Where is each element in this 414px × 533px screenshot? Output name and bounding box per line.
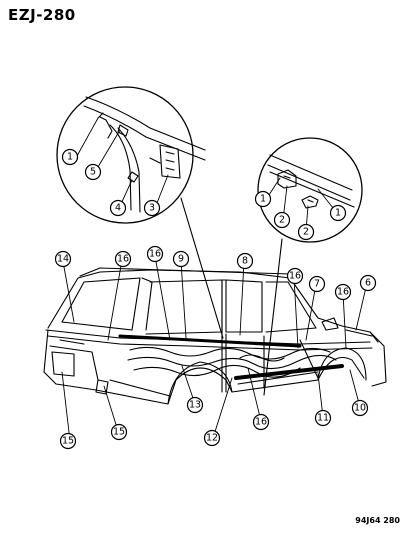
- callout-9: 9: [172, 250, 190, 268]
- svg-text:3: 3: [149, 203, 155, 214]
- svg-text:15: 15: [113, 427, 125, 438]
- callout-16-lower-door: 16: [252, 413, 270, 431]
- callout-3: 3: [143, 199, 161, 217]
- callout-13: 13: [186, 396, 204, 414]
- callout-2-detail-right-upper: 2: [273, 211, 291, 229]
- svg-text:8: 8: [242, 256, 248, 267]
- callout-15-rear: 15: [59, 432, 77, 450]
- svg-text:14: 14: [57, 254, 69, 265]
- callout-16-rear-quarter: 16: [114, 250, 132, 268]
- svg-text:6: 6: [365, 278, 371, 289]
- svg-text:11: 11: [317, 413, 329, 424]
- callout-11: 11: [314, 409, 332, 427]
- vehicle-side-view: [43, 267, 387, 405]
- callout-16-fender: 16: [334, 283, 352, 301]
- detail-view-left: [56, 86, 206, 224]
- callout-16-rear-door: 16: [146, 245, 164, 263]
- svg-text:1: 1: [335, 208, 341, 219]
- svg-text:12: 12: [206, 433, 218, 444]
- svg-text:15: 15: [62, 436, 74, 447]
- callout-12: 12: [203, 429, 221, 447]
- callout-16-front-door: 16: [286, 267, 304, 285]
- svg-text:4: 4: [115, 203, 121, 214]
- svg-text:16: 16: [117, 254, 129, 265]
- callout-5: 5: [84, 163, 102, 181]
- svg-text:16: 16: [149, 249, 161, 260]
- svg-text:13: 13: [189, 400, 201, 411]
- svg-text:7: 7: [314, 279, 320, 290]
- svg-text:9: 9: [178, 254, 184, 265]
- svg-text:5: 5: [90, 167, 96, 178]
- callout-6: 6: [359, 274, 377, 292]
- callout-10: 10: [351, 399, 369, 417]
- callout-2-detail-right-lower: 2: [297, 223, 315, 241]
- callout-8: 8: [236, 252, 254, 270]
- detail-view-right: [257, 137, 363, 243]
- svg-text:1: 1: [67, 152, 73, 163]
- svg-text:2: 2: [279, 215, 285, 226]
- callout-1-detail-right-lower: 1: [329, 204, 347, 222]
- svg-text:16: 16: [255, 417, 267, 428]
- callout-1-detail-right-upper: 1: [254, 190, 272, 208]
- callout-4: 4: [109, 199, 127, 217]
- callout-14: 14: [54, 250, 72, 268]
- svg-text:2: 2: [303, 227, 309, 238]
- callout-1-detail-left: 1: [61, 148, 79, 166]
- svg-text:16: 16: [289, 271, 301, 282]
- svg-text:16: 16: [337, 287, 349, 298]
- reference-code: 94J64 280: [355, 516, 400, 525]
- svg-text:10: 10: [354, 403, 366, 414]
- diagram-code: EZJ-280: [8, 6, 76, 24]
- callout-15-bumper: 15: [110, 423, 128, 441]
- callout-7: 7: [308, 275, 326, 293]
- svg-text:1: 1: [260, 194, 266, 205]
